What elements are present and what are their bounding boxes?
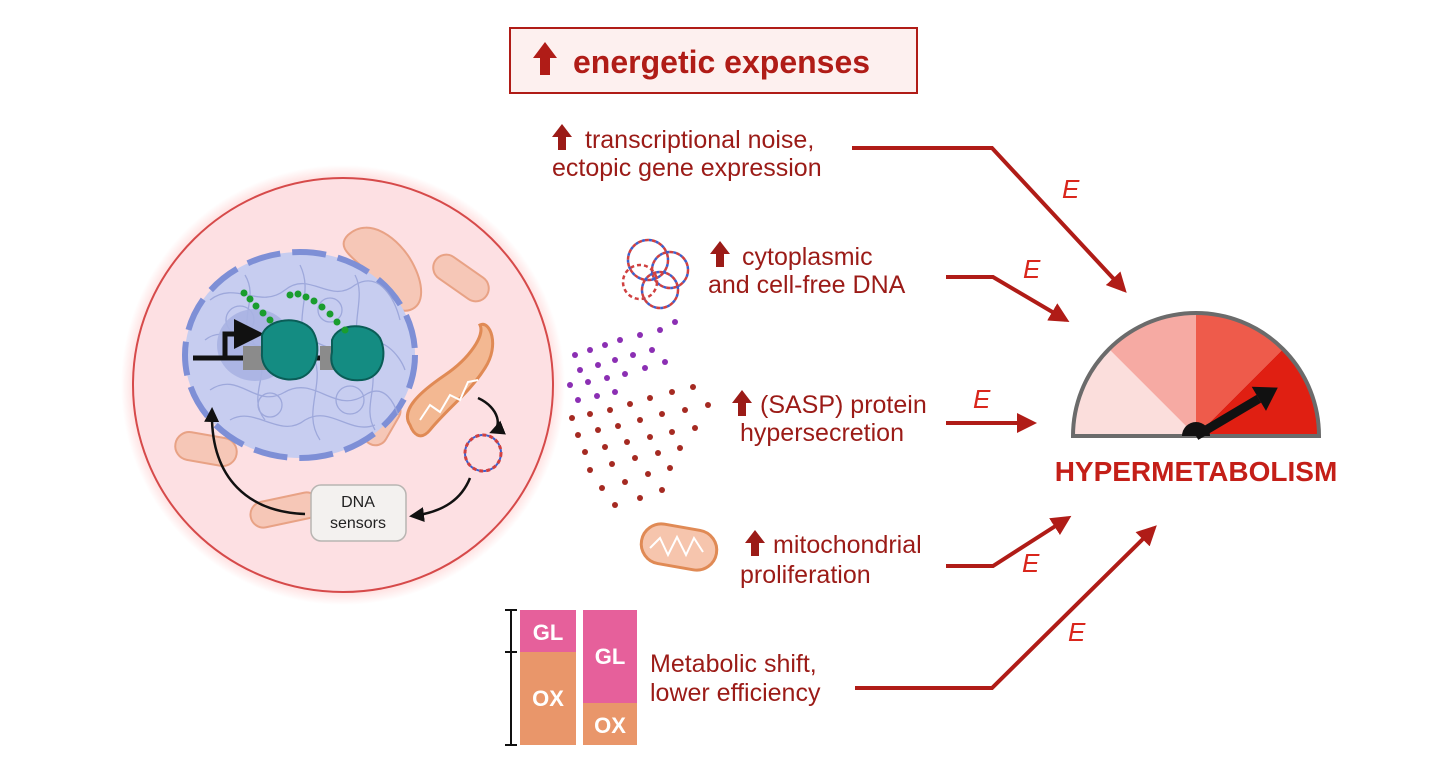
effect-label-3b: hypersecretion: [740, 419, 904, 447]
up-arrow-icon: [533, 42, 557, 75]
metabolic-shift-bars: GL OX GL OX: [505, 609, 637, 746]
up-arrow-icon: [552, 124, 572, 150]
rna-polymerase-icon: [260, 319, 385, 382]
gauge-segment: [1073, 349, 1196, 436]
gauge-label: HYPERMETABOLISM: [1055, 456, 1338, 487]
metabolism-gauge: HYPERMETABOLISM: [1055, 311, 1338, 487]
gauge-segment: [1196, 312, 1283, 436]
gauge-needle-hub: [1182, 422, 1210, 436]
cell-free-dna-icon: [621, 238, 690, 310]
effect-label-1b: ectopic gene expression: [552, 154, 822, 182]
ox-label-before: OX: [532, 686, 564, 711]
effect-label-1a: transcriptional noise,: [585, 126, 814, 154]
dna-circle-icon: [463, 433, 503, 473]
up-arrow-icon: [745, 530, 765, 556]
secretion-dots: [567, 319, 711, 508]
effect-label-2a: cytoplasmic: [742, 243, 873, 271]
energy-label-3: E: [973, 384, 991, 414]
dna-sensors-box: DNA sensors: [310, 484, 407, 542]
effect-transcriptional-noise: transcriptional noise, ectopic gene expr…: [552, 124, 822, 182]
effect-label-3a: (SASP) protein: [760, 391, 927, 419]
cell: DNA sensors: [121, 165, 565, 605]
gauge-segments: [1073, 312, 1319, 436]
gl-label-after: GL: [595, 644, 626, 669]
energy-label-5: E: [1068, 617, 1086, 647]
header-title: energetic expenses: [573, 44, 870, 80]
mitochondrion-icon: [639, 522, 719, 572]
up-arrow-icon: [710, 241, 730, 267]
effect-label-4b: proliferation: [740, 561, 871, 589]
effect-label-2b: and cell-free DNA: [708, 271, 906, 299]
ox-label-after: OX: [594, 713, 626, 738]
effect-sasp: (SASP) protein hypersecretion: [732, 390, 927, 447]
energy-arrows: [852, 146, 1157, 690]
dna-sensors-label-2: sensors: [330, 515, 386, 532]
effect-mitochondrial: mitochondrial proliferation: [740, 530, 922, 589]
energy-label-2: E: [1023, 254, 1041, 284]
energy-label-1: E: [1062, 174, 1080, 204]
effect-metabolic-shift: Metabolic shift, lower efficiency: [650, 650, 821, 707]
energy-label-4: E: [1022, 548, 1040, 578]
gauge-segment: [1109, 312, 1196, 436]
effect-cytoplasmic-dna: cytoplasmic and cell-free DNA: [708, 241, 906, 299]
mitochondrion-icon: [406, 322, 495, 438]
metabolic-label-1: Metabolic shift,: [650, 650, 817, 678]
header-box: energetic expenses: [509, 27, 918, 94]
up-arrow-icon: [732, 390, 752, 416]
gauge-needle-head: [1251, 386, 1278, 411]
nucleus: [182, 249, 418, 461]
gl-label-before: GL: [533, 620, 564, 645]
effect-label-4a: mitochondrial: [773, 531, 922, 559]
gauge-needle: [1182, 386, 1278, 440]
metabolic-label-2: lower efficiency: [650, 679, 821, 707]
dna-sensors-label-1: DNA: [341, 494, 375, 511]
